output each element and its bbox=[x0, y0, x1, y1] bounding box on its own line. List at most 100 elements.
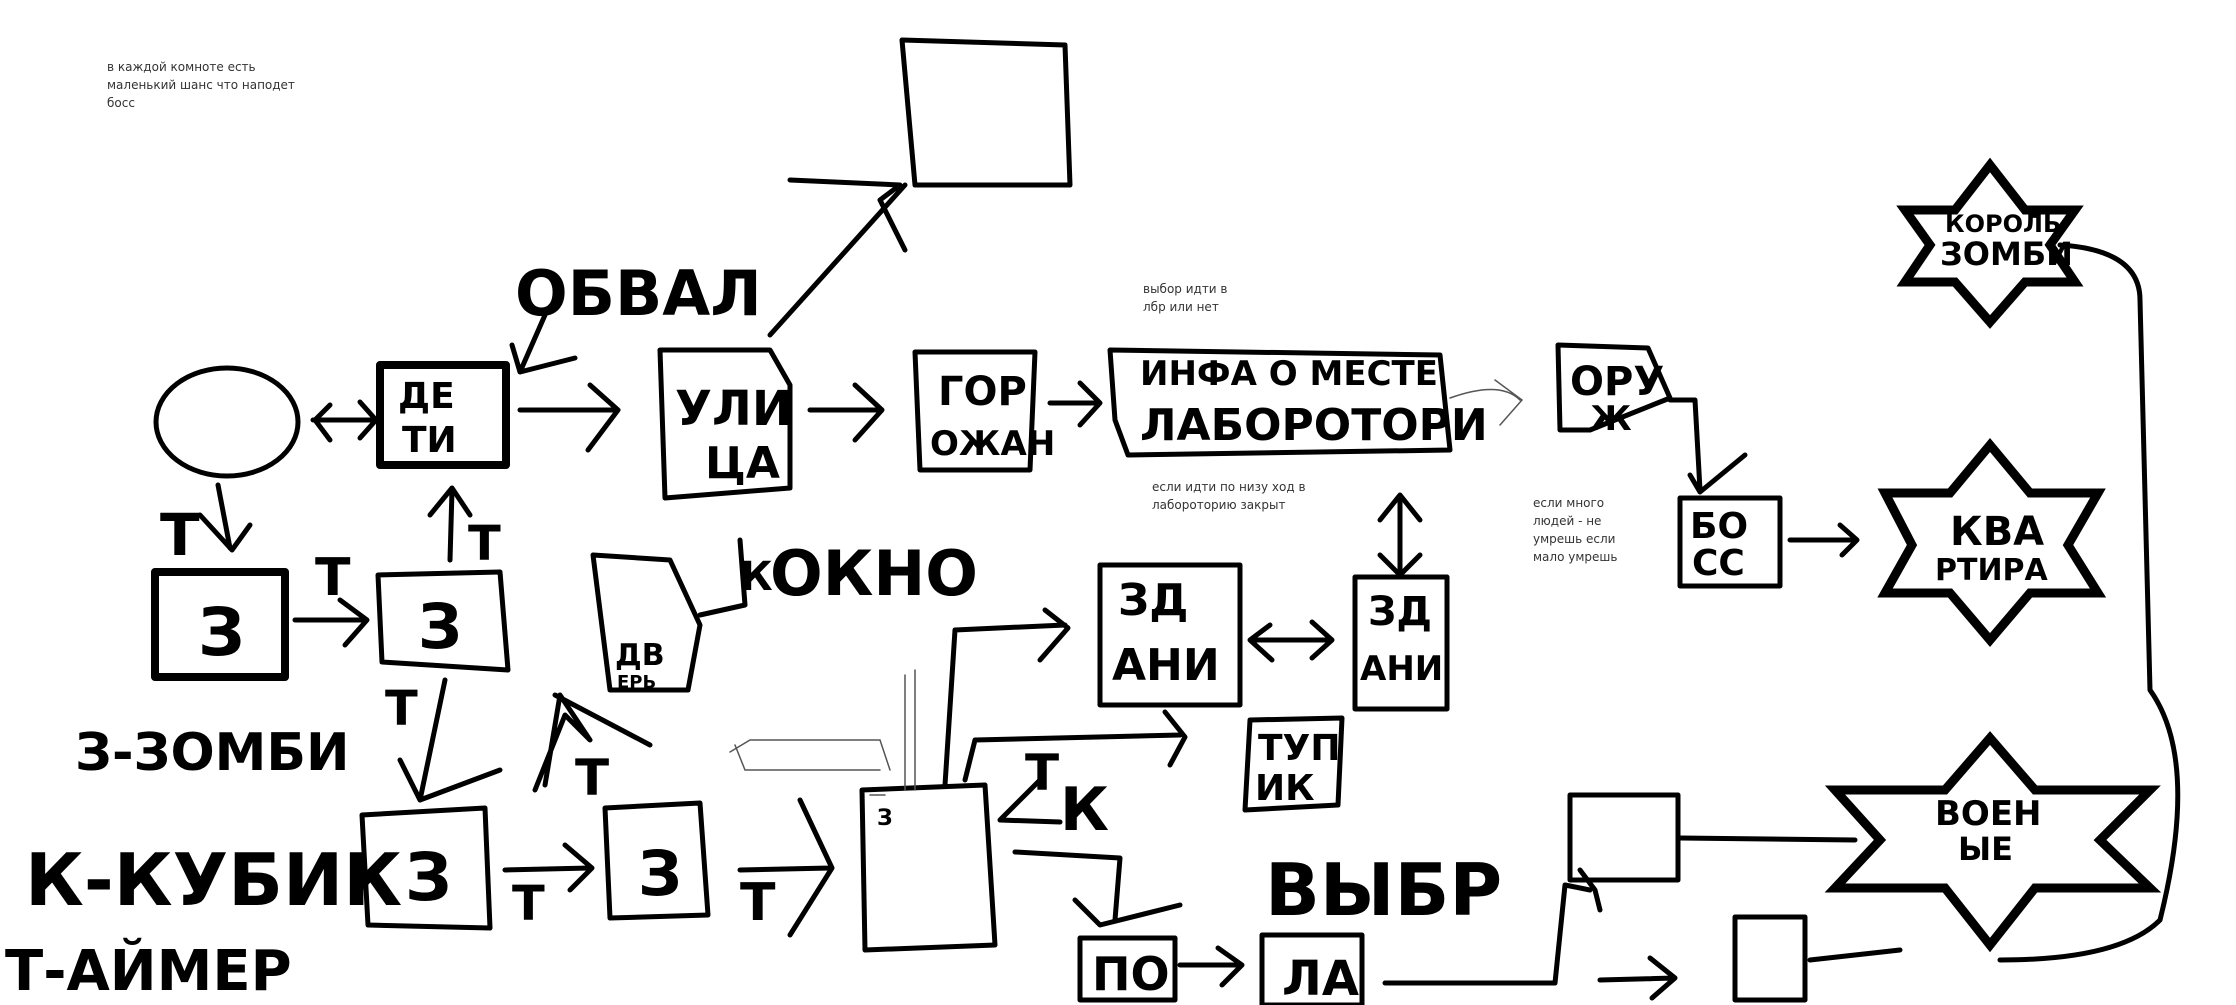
label-t-2: Т bbox=[315, 548, 351, 608]
arrow-z2-deti bbox=[427, 485, 473, 563]
node-tupik-box bbox=[1242, 715, 1345, 813]
start-circle bbox=[153, 365, 301, 479]
node-ulitsa-label-1: УЛИ bbox=[675, 381, 792, 437]
arrow-zdan-b-info bbox=[1377, 492, 1423, 578]
node-la-box bbox=[1259, 932, 1365, 1005]
node-oruzh-box bbox=[1555, 342, 1673, 433]
node-korol-label-1: КОРОЛЬ bbox=[1945, 210, 2061, 238]
note-people: если много людей - не умрешь если мало у… bbox=[1533, 496, 1618, 564]
node-z2-box bbox=[375, 569, 511, 673]
arrow-z3-dver bbox=[532, 692, 653, 793]
arrow-ulitsa-gor bbox=[807, 382, 885, 443]
line-right-box-voen bbox=[1677, 835, 1858, 843]
line-korol-right bbox=[1997, 242, 2181, 963]
node-kvartira-label-2: РТИРА bbox=[1935, 553, 2049, 588]
arrow-oruzh-boss bbox=[1667, 397, 1748, 495]
label-tk-t: Т bbox=[1025, 744, 1059, 802]
node-oruzh-label-2: Ж bbox=[1590, 399, 1632, 439]
node-deti-label-1: ДЕ bbox=[398, 376, 455, 417]
node-info-label-2: ЛАБОРОТОРИ bbox=[1140, 400, 1488, 451]
label-t-6: Т bbox=[512, 876, 545, 932]
node-right-box-2 bbox=[1732, 914, 1808, 1003]
node-la-label: ЛА bbox=[1282, 951, 1359, 1005]
arrow-ulitsa-top bbox=[767, 177, 908, 338]
note-lab-closed: если идти по низу ход в лабороторию закр… bbox=[1152, 480, 1306, 512]
node-gor-box bbox=[912, 349, 1038, 473]
arrow-start-z1 bbox=[197, 482, 253, 553]
label-vybr: ВЫБР bbox=[1265, 848, 1502, 932]
label-t-7: Т bbox=[740, 873, 776, 933]
node-korol-label-2: ЗОМБИ bbox=[1940, 235, 2073, 273]
arrow-gor-info bbox=[1047, 380, 1103, 428]
arrow-la-right bbox=[1382, 867, 1678, 1001]
arrow-obval bbox=[509, 312, 578, 375]
node-ulitsa-label-2: ЦА bbox=[705, 438, 780, 489]
arrow-deti-ulitsa bbox=[517, 382, 621, 453]
node-po-box bbox=[1077, 935, 1178, 1003]
arrow-z3-z4 bbox=[502, 842, 595, 893]
arrow-po-la bbox=[1177, 945, 1245, 988]
arrow-z4-big bbox=[737, 797, 835, 938]
arrow-big-tupik bbox=[962, 709, 1188, 783]
legend-cube: К-КУБИК bbox=[25, 838, 402, 922]
label-okno: ОКНО bbox=[770, 537, 978, 610]
node-z1-box bbox=[151, 568, 289, 681]
node-oruzh-label-1: ОРУ bbox=[1570, 359, 1664, 405]
node-po-label: ПО bbox=[1092, 947, 1170, 1001]
arrow-big-zdan bbox=[942, 607, 1071, 788]
node-z3-box bbox=[359, 805, 493, 931]
thin-sketch-vert bbox=[869, 669, 916, 796]
node-ulitsa-box bbox=[657, 347, 793, 501]
arrow-z2-z3 bbox=[397, 677, 503, 803]
node-gor-label-1: ГОР bbox=[938, 369, 1027, 415]
thin-sketch-left bbox=[729, 739, 891, 771]
node-voen-star bbox=[1824, 731, 2162, 953]
arrow-boss-kvartira bbox=[1787, 522, 1860, 558]
line-right-box2-voen bbox=[1807, 947, 1903, 963]
label-t-3: Т bbox=[468, 516, 501, 572]
node-gor-label-2: ОЖАН bbox=[930, 424, 1055, 464]
arrow-zdan-a-b bbox=[1247, 619, 1335, 663]
label-t-5: Т bbox=[575, 749, 609, 807]
node-kvartira-label-1: КВА bbox=[1950, 509, 2044, 555]
node-zdan-b-label-1: ЗД bbox=[1368, 589, 1432, 635]
label-t-4: Т bbox=[385, 681, 418, 737]
node-korol-star bbox=[1896, 157, 2084, 329]
node-top-box bbox=[899, 37, 1073, 188]
node-zdan-b-label-2: АНИ bbox=[1360, 649, 1443, 689]
node-z4-box bbox=[602, 800, 711, 921]
arrow-big-po bbox=[1012, 849, 1183, 928]
label-obval: ОБВАЛ bbox=[515, 257, 762, 330]
line-dver-okno bbox=[697, 537, 748, 618]
arrow-start-deti bbox=[310, 399, 379, 443]
node-dver-label-2: ЕРЬ bbox=[617, 672, 656, 693]
node-boss-label-1: БО bbox=[1690, 506, 1748, 547]
node-z1-label: З bbox=[198, 594, 245, 671]
node-dver-box bbox=[590, 552, 703, 693]
label-okno-k: К bbox=[740, 554, 773, 600]
node-z4-label: З bbox=[638, 837, 682, 910]
legend-timer: Т-АЙМЕР bbox=[5, 938, 292, 1004]
node-deti-label-2: ТИ bbox=[402, 420, 457, 461]
node-z3-label: З bbox=[405, 839, 452, 916]
node-tupik-label-1: ТУП bbox=[1258, 728, 1340, 769]
note-boss-chance: в каждой комноте есть маленький шанс что… bbox=[107, 60, 295, 110]
node-voen-label-1: ВОЕН bbox=[1935, 794, 2042, 834]
thin-arrow-info-oruzh bbox=[1449, 379, 1524, 426]
node-dver-label-1: ДВ bbox=[615, 638, 665, 673]
arrow-k-marker bbox=[997, 777, 1063, 825]
node-info-box bbox=[1107, 347, 1453, 458]
note-lab-choice: выбор идти в лбр или нет bbox=[1143, 282, 1228, 314]
node-zdan-a-label-2: АНИ bbox=[1112, 640, 1220, 691]
label-t-1: Т bbox=[160, 501, 200, 569]
node-boss-label-2: СС bbox=[1692, 543, 1745, 584]
legend-zombie: З-ЗОМБИ bbox=[75, 723, 350, 783]
arrow-z1-z2 bbox=[292, 597, 370, 648]
node-z2-label: З bbox=[418, 590, 462, 663]
label-tk-k: К bbox=[1060, 775, 1109, 845]
node-right-box-1 bbox=[1567, 792, 1681, 883]
node-info-label-1: ИНФА О МЕСТЕ bbox=[1140, 354, 1438, 394]
node-zdan-a-box bbox=[1097, 562, 1243, 708]
node-tupik-label-2: ИК bbox=[1255, 768, 1315, 809]
